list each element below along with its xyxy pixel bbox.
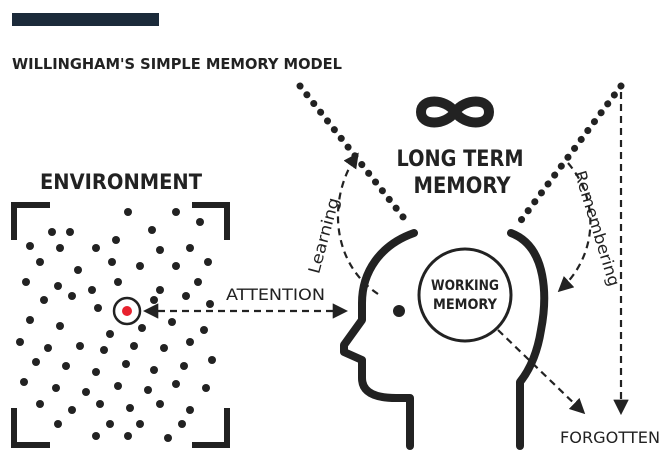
- environment-dot: [56, 322, 64, 330]
- attention-pointer-dot: [393, 305, 405, 317]
- environment-dot: [124, 432, 132, 440]
- environment-dot: [26, 316, 34, 324]
- environment-dot: [136, 262, 144, 270]
- environment-dot: [68, 406, 76, 414]
- environment-dot: [92, 368, 100, 376]
- environment-dot: [156, 246, 164, 254]
- environment-dot: [48, 228, 56, 236]
- environment-dot: [178, 420, 186, 428]
- forgotten-label: FORGOTTEN: [560, 428, 660, 447]
- long-term-memory-label-line1: LONG TERM: [397, 147, 524, 172]
- infinity-icon: [416, 96, 494, 128]
- environment-dot: [136, 420, 144, 428]
- environment-dot: [124, 208, 132, 216]
- title-bar: [12, 13, 159, 26]
- environment-dot: [54, 282, 62, 290]
- environment-dot: [56, 244, 64, 252]
- environment-dot: [150, 366, 158, 374]
- environment-dot: [36, 258, 44, 266]
- forgotten-arrow-diagonal: [497, 329, 586, 415]
- environment-dot: [66, 228, 74, 236]
- environment-dot: [204, 258, 212, 266]
- environment-dot: [20, 378, 28, 386]
- environment-dot: [106, 330, 114, 338]
- environment-dot: [180, 362, 188, 370]
- learning-arrow: [336, 152, 379, 295]
- environment-dot: [82, 388, 90, 396]
- environment-dot: [172, 208, 180, 216]
- environment-dot: [22, 278, 30, 286]
- environment-dot: [92, 244, 100, 252]
- working-memory-circle: [417, 247, 513, 343]
- attention-label: ATTENTION: [226, 285, 325, 304]
- environment-dot: [160, 344, 168, 352]
- environment-dot: [196, 218, 204, 226]
- environment-dot: [88, 286, 96, 294]
- environment-dot: [200, 326, 208, 334]
- working-memory-label-line1: WORKING: [431, 278, 499, 294]
- environment-dot: [52, 384, 60, 392]
- environment-dot: [114, 278, 122, 286]
- dotted-line-left: [296, 82, 411, 226]
- attention-target: [112, 296, 142, 326]
- environment-dot: [130, 342, 138, 350]
- environment-dot: [112, 236, 120, 244]
- environment-dot: [114, 382, 122, 390]
- environment-dot: [186, 406, 194, 414]
- environment-dot: [96, 400, 104, 408]
- environment-dot: [76, 342, 84, 350]
- environment-dot: [144, 386, 152, 394]
- environment-dot: [108, 258, 116, 266]
- remembering-arrow: [557, 162, 592, 293]
- focus-dot: [122, 306, 132, 316]
- environment-dot: [172, 262, 180, 270]
- environment-dot: [92, 432, 100, 440]
- environment-dot: [156, 286, 164, 294]
- environment-dot: [168, 318, 176, 326]
- environment-dot: [164, 434, 172, 442]
- working-memory-label-line2: MEMORY: [433, 297, 498, 313]
- environment-dot: [62, 362, 70, 370]
- environment-dot: [172, 380, 180, 388]
- environment-dot: [36, 400, 44, 408]
- environment-dots: [16, 208, 216, 442]
- environment-dot: [44, 344, 52, 352]
- environment-dot: [16, 338, 24, 346]
- environment-dot: [40, 296, 48, 304]
- environment-dot: [186, 244, 194, 252]
- learning-label: Learning: [304, 195, 343, 275]
- environment-dot: [100, 346, 108, 354]
- long-term-memory-label-line2: MEMORY: [414, 174, 512, 199]
- environment-dot: [156, 400, 164, 408]
- environment-dot: [54, 420, 62, 428]
- environment-dot: [150, 296, 158, 304]
- environment-dot: [202, 384, 210, 392]
- environment-dot: [148, 226, 156, 234]
- environment-dot: [106, 420, 114, 428]
- environment-dot: [138, 324, 146, 332]
- dotted-line-right: [515, 82, 625, 227]
- diagram-title: WILLINGHAM'S SIMPLE MEMORY MODEL: [12, 55, 342, 73]
- environment-dot: [122, 360, 130, 368]
- environment-dot: [94, 304, 102, 312]
- environment-dot: [206, 300, 214, 308]
- head-silhouette: [340, 229, 549, 450]
- environment-label: ENVIRONMENT: [40, 170, 203, 194]
- environment-dot: [74, 266, 82, 274]
- environment-dot: [182, 292, 190, 300]
- environment-dot: [126, 404, 134, 412]
- environment-dot: [32, 358, 40, 366]
- environment-dot: [68, 292, 76, 300]
- remembering-label: Remembering: [571, 168, 624, 288]
- environment-dot: [208, 356, 216, 364]
- environment-dot: [186, 338, 194, 346]
- environment-frame: [11, 202, 230, 448]
- environment-dot: [194, 278, 202, 286]
- environment-dot: [26, 242, 34, 250]
